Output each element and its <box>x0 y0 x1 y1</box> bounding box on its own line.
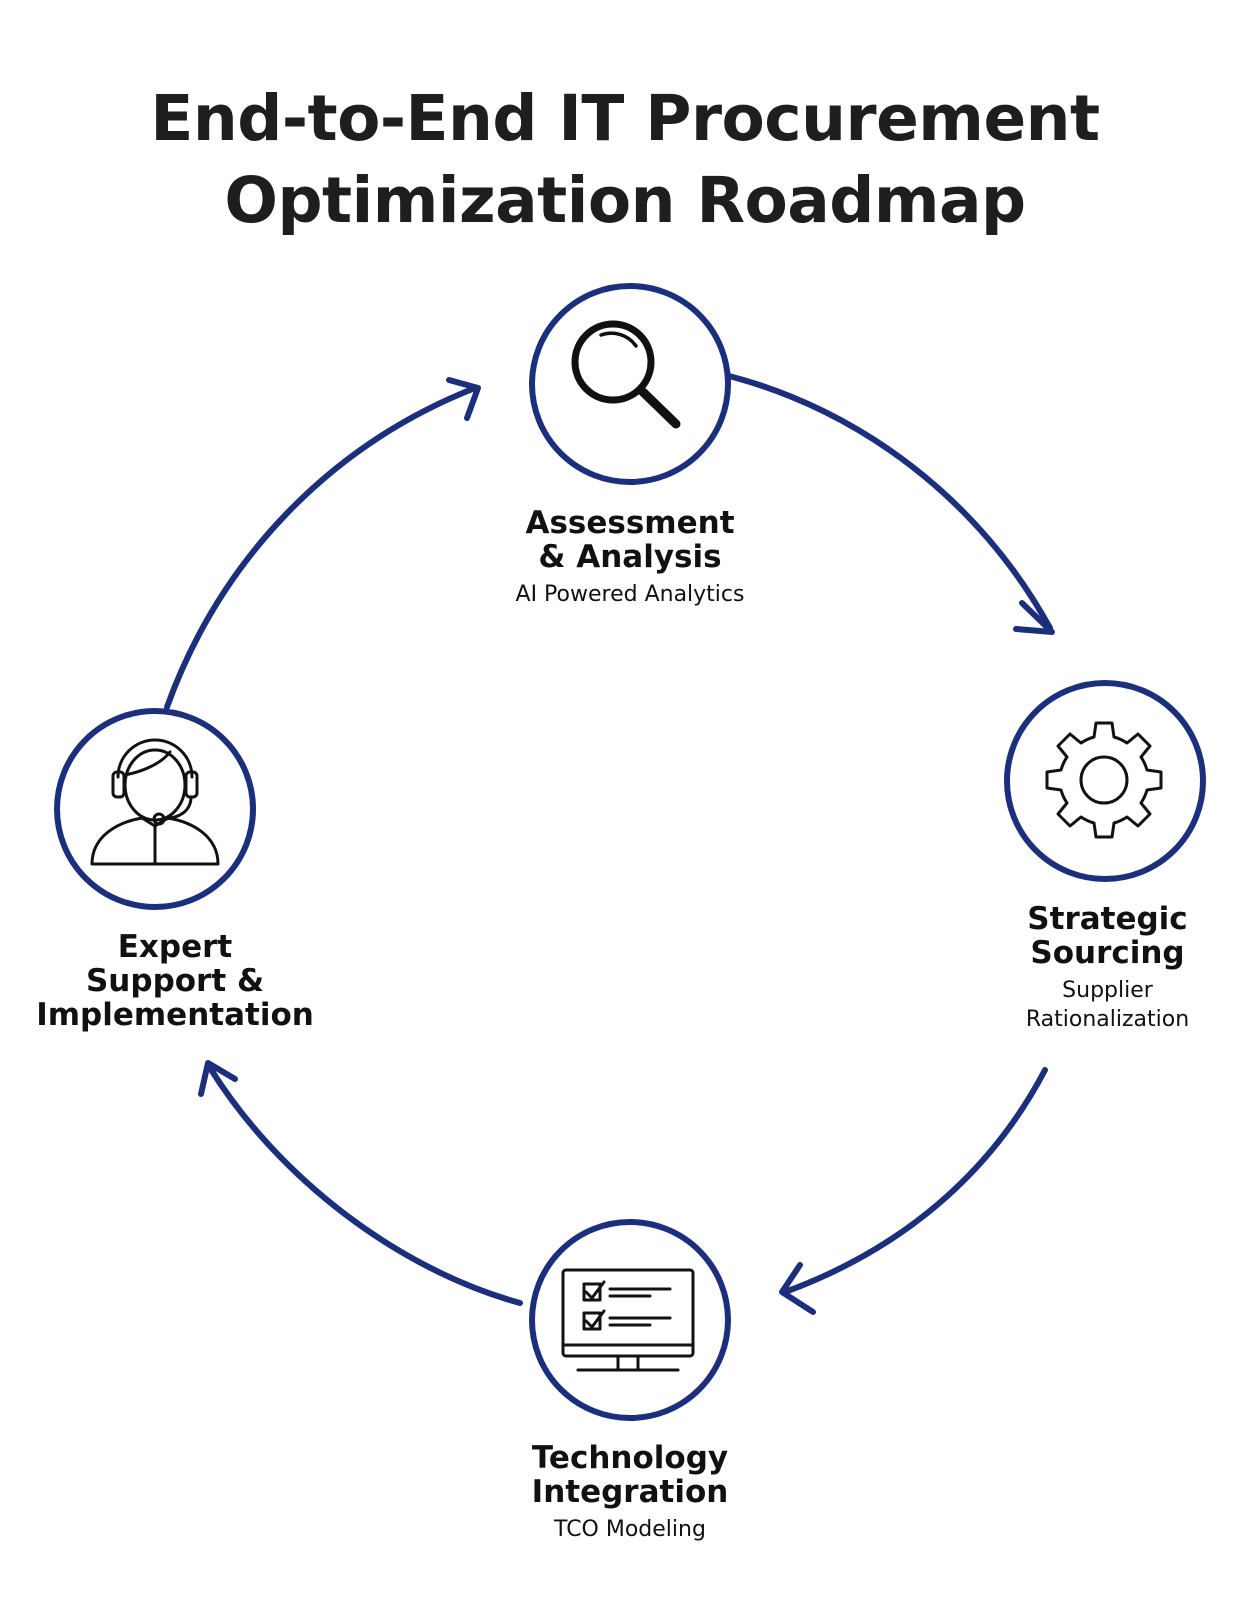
step-circle-assessment <box>529 283 731 485</box>
step-label-sourcing: Strategic Sourcing Supplier Rationalizat… <box>975 902 1240 1034</box>
step-heading-support: Expert Support & Implementation <box>36 929 314 1033</box>
title-line-2: Optimization Roadmap <box>224 164 1026 237</box>
step-heading-sourcing: Strategic Sourcing <box>1027 901 1188 971</box>
support-agent-headset-icon <box>90 738 220 866</box>
magnifying-glass-icon <box>571 320 681 429</box>
step-subtitle-sourcing: Supplier Rationalization <box>1025 978 1190 1032</box>
step-label-integration: Technology Integration TCO Modeling <box>430 1441 830 1544</box>
arrowhead-sourcing-to-integration <box>779 1262 816 1315</box>
step-heading-integration: Technology Integration <box>531 1440 729 1510</box>
monitor-checklist-icon <box>561 1268 695 1372</box>
arrow-assessment-to-sourcing <box>726 373 1053 631</box>
step-label-assessment: Assessment & Analysis AI Powered Analyti… <box>430 506 830 609</box>
step-subtitle-assessment: AI Powered Analytics <box>515 582 745 607</box>
page-title: End-to-End IT Procurement Optimization R… <box>0 78 1250 242</box>
arrow-sourcing-to-integration <box>782 1067 1048 1295</box>
arrowhead-support-to-assessment <box>446 377 481 421</box>
arrowhead-assessment-to-sourcing <box>1013 600 1055 635</box>
step-subtitle-integration: TCO Modeling <box>554 1517 706 1542</box>
arrowhead-integration-to-support <box>198 1060 238 1097</box>
step-circle-sourcing <box>1004 680 1206 882</box>
title-line-1: End-to-End IT Procurement <box>150 82 1100 155</box>
arrow-support-to-assessment <box>164 385 478 710</box>
step-label-support: Expert Support & Implementation <box>20 930 330 1032</box>
arrow-integration-to-support <box>207 1065 523 1306</box>
step-circle-support <box>54 708 256 910</box>
step-circle-integration <box>529 1219 731 1421</box>
gear-icon <box>1045 721 1163 839</box>
step-heading-assessment: Assessment & Analysis <box>525 505 735 575</box>
